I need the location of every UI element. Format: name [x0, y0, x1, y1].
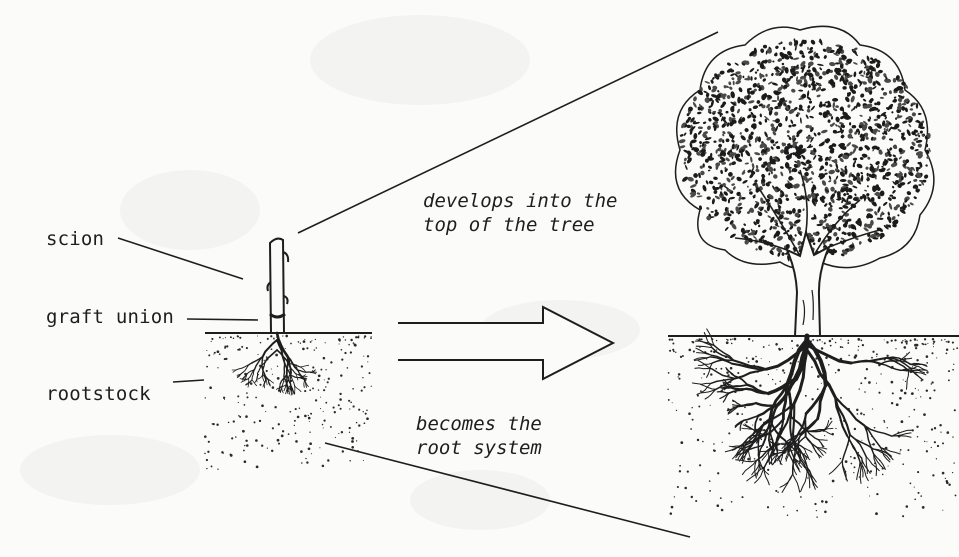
top-caption-line1: develops into the — [423, 190, 617, 213]
top-caption-line2: top of the tree — [423, 214, 595, 237]
scion-leader — [118, 238, 243, 279]
scion-label: scion — [46, 228, 104, 250]
scion-stem — [267, 239, 288, 333]
root-caption-line1: becomes the — [416, 413, 542, 436]
tree-canopy — [676, 26, 934, 268]
rootstock-leader — [173, 380, 204, 382]
leader-lines — [118, 32, 718, 537]
graft-union-label: graft union — [46, 306, 174, 328]
graft-union-leader — [187, 319, 258, 320]
tree-root-system — [692, 329, 927, 493]
rootstock-label: rootstock — [46, 383, 151, 405]
transform-arrow — [398, 307, 613, 379]
root-caption-line2: root system — [416, 437, 542, 460]
